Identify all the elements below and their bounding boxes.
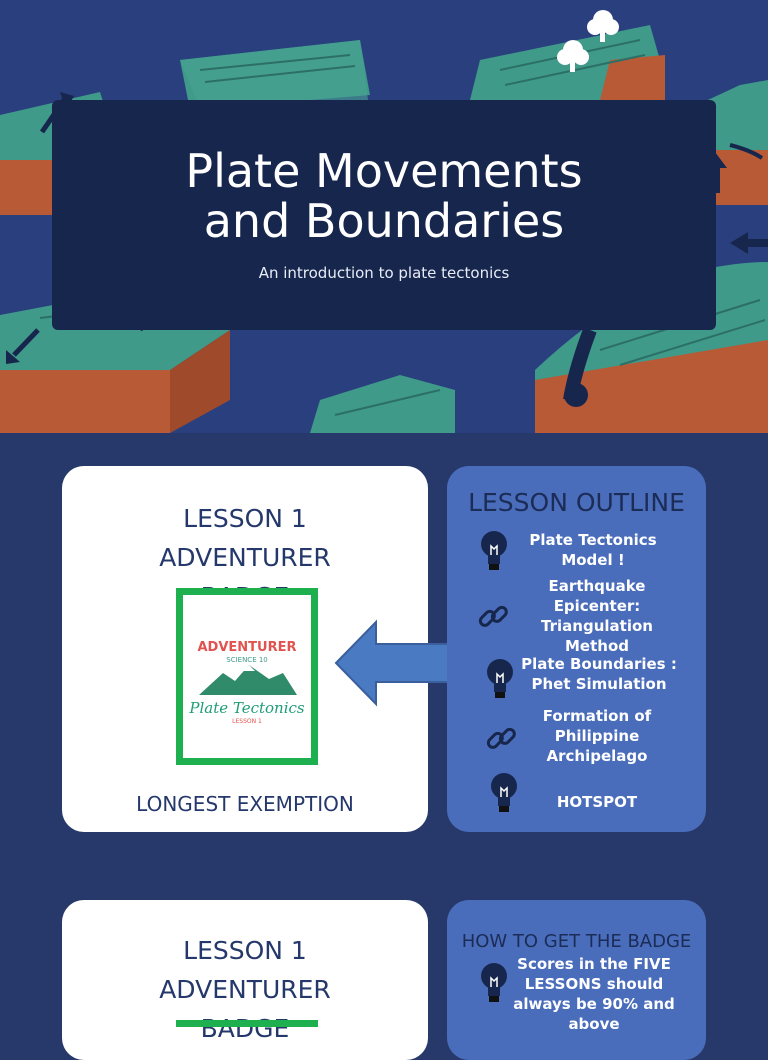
plate-block-bottom-center bbox=[310, 375, 455, 433]
badge-frame-top-edge bbox=[176, 1020, 318, 1027]
lesson-title-line-2: ADVENTURER bbox=[159, 543, 331, 572]
longest-exemption-label: LONGEST EXEMPTION bbox=[136, 792, 354, 816]
how-to-get-badge-title: HOW TO GET THE BADGE bbox=[461, 931, 692, 952]
badge-logo: ADVENTURER SCIENCE 10 Plate Tectonics LE… bbox=[188, 640, 305, 725]
lesson-outline-title: LESSON OUTLINE bbox=[468, 488, 685, 517]
lesson-title-line-3: BADGE bbox=[200, 1014, 290, 1043]
badge-top-text: ADVENTURER bbox=[198, 640, 297, 655]
volcano-smoke-icon bbox=[557, 10, 619, 72]
lightbulb-icon bbox=[481, 963, 507, 1002]
lesson-card-title: LESSON 1 ADVENTURER BADGE bbox=[62, 499, 428, 616]
outline-item-text: Plate Tectonics Model ! bbox=[529, 531, 657, 569]
badge-bottom-text: LESSON 1 bbox=[232, 718, 262, 725]
lesson-title-line-1: LESSON 1 bbox=[183, 504, 307, 533]
mountain-icon bbox=[199, 665, 297, 695]
page-title: Plate Movements and Boundaries bbox=[0, 146, 768, 246]
outline-item-text: Formation of Philippine Archipelago bbox=[542, 707, 652, 765]
outline-item-text: HOTSPOT bbox=[556, 793, 638, 811]
badge-sub-text: SCIENCE 10 bbox=[226, 656, 268, 664]
badge-criteria-text: Scores in the FIVE LESSONS should always… bbox=[513, 955, 675, 1033]
badge-script-text: Plate Tectonics bbox=[188, 699, 305, 717]
lesson-card-2: LESSON 1 ADVENTURER BADGE bbox=[62, 900, 428, 1060]
lightbulb-icon bbox=[491, 773, 517, 812]
outline-item-text: Earthquake Epicenter: Triangulation Meth… bbox=[541, 577, 653, 655]
title-panel bbox=[52, 100, 716, 330]
title-line-2: and Boundaries bbox=[203, 194, 565, 248]
lesson-title-line-1: LESSON 1 bbox=[183, 936, 307, 965]
lesson-card-1: LESSON 1 ADVENTURER BADGE ADVENTURER SCI… bbox=[62, 466, 428, 832]
lightbulb-icon bbox=[481, 531, 507, 570]
how-to-get-badge-card: HOW TO GET THE BADGE Scores in the FIVE … bbox=[447, 900, 706, 1060]
lightbulb-icon bbox=[487, 659, 513, 698]
lesson-card-title: LESSON 1 ADVENTURER BADGE bbox=[62, 931, 428, 1048]
hero-banner: Plate Movements and Boundaries An introd… bbox=[0, 0, 768, 433]
link-icon bbox=[478, 605, 508, 627]
lesson-outline-card: LESSON OUTLINE Plate Tectonics Model ! E… bbox=[447, 466, 706, 832]
title-line-1: Plate Movements bbox=[185, 144, 583, 198]
adventurer-badge-image: ADVENTURER SCIENCE 10 Plate Tectonics LE… bbox=[176, 588, 318, 765]
link-icon bbox=[486, 727, 516, 749]
plate-block-top-center bbox=[180, 40, 370, 110]
page-subtitle: An introduction to plate tectonics bbox=[258, 264, 510, 282]
outline-item-text: Plate Boundaries : Phet Simulation bbox=[521, 655, 677, 693]
lesson-title-line-2: ADVENTURER bbox=[159, 975, 331, 1004]
